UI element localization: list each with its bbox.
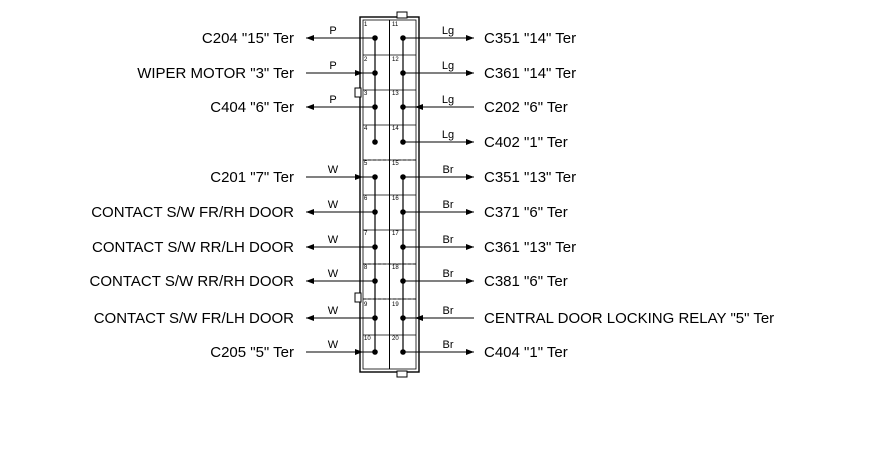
arrow-right-icon xyxy=(466,35,474,41)
pin-number: 4 xyxy=(364,126,368,132)
wire-destination-label: C201 "7" Ter xyxy=(210,169,294,186)
wire-color-code: Lg xyxy=(442,60,454,72)
pin-number: 5 xyxy=(364,161,368,167)
connector-top-tab xyxy=(396,11,408,19)
wire-color-code: W xyxy=(328,268,339,280)
arrow-left-icon xyxy=(306,315,314,321)
wire-destination-label: C351 "14" Ter xyxy=(484,30,576,47)
pin-number: 6 xyxy=(364,196,368,202)
arrow-right-icon xyxy=(466,209,474,215)
pin-number: 13 xyxy=(392,91,399,97)
arrow-right-icon xyxy=(355,174,363,180)
wire-destination-label: C402 "1" Ter xyxy=(484,134,568,151)
wire-destination-label: C404 "1" Ter xyxy=(484,344,568,361)
pin-number: 8 xyxy=(364,265,368,271)
wire-destination-label: CONTACT S/W RR/LH DOOR xyxy=(92,239,294,256)
wire-color-code: Lg xyxy=(442,25,454,37)
connector-side-latch xyxy=(354,292,362,303)
arrow-left-icon xyxy=(306,244,314,250)
pin-number: 9 xyxy=(364,302,368,308)
wire-destination-label: C204 "15" Ter xyxy=(202,30,294,47)
wire-color-code: W xyxy=(328,305,339,317)
connector-bottom-tab xyxy=(396,370,408,378)
arrow-right-icon xyxy=(466,174,474,180)
wire-color-code: Br xyxy=(443,339,454,351)
arrow-right-icon xyxy=(466,139,474,145)
wire-color-code: W xyxy=(328,199,339,211)
arrow-left-icon xyxy=(306,209,314,215)
arrow-left-icon xyxy=(306,104,314,110)
wire-destination-label: CENTRAL DOOR LOCKING RELAY "5" Ter xyxy=(484,310,774,327)
pin-number: 14 xyxy=(392,126,399,132)
wire-color-code: Br xyxy=(443,234,454,246)
wire-destination-label: CONTACT S/W FR/RH DOOR xyxy=(91,204,294,221)
pin-number: 2 xyxy=(364,57,368,63)
pin-number: 16 xyxy=(392,196,399,202)
pin-number: 10 xyxy=(364,336,371,342)
pin-number: 20 xyxy=(392,336,399,342)
wire-color-code: W xyxy=(328,234,339,246)
wire-color-code: Br xyxy=(443,199,454,211)
wire-color-code: Br xyxy=(443,305,454,317)
connector-side-latch xyxy=(354,87,362,98)
wire-destination-label: C371 "6" Ter xyxy=(484,204,568,221)
wire-destination-label: CONTACT S/W RR/RH DOOR xyxy=(90,273,295,290)
wire-destination-label: C381 "6" Ter xyxy=(484,273,568,290)
wire-destination-label: C205 "5" Ter xyxy=(210,344,294,361)
arrow-left-icon xyxy=(415,104,423,110)
wire-destination-label: WIPER MOTOR "3" Ter xyxy=(137,65,294,82)
pin-number: 18 xyxy=(392,265,399,271)
arrow-left-icon xyxy=(306,278,314,284)
pin-number: 1 xyxy=(364,22,368,28)
arrow-right-icon xyxy=(466,244,474,250)
wire-destination-label: C361 "13" Ter xyxy=(484,239,576,256)
arrow-left-icon xyxy=(415,315,423,321)
pin-number: 3 xyxy=(364,91,368,97)
connector-housing xyxy=(359,16,420,373)
arrow-right-icon xyxy=(355,349,363,355)
arrow-right-icon xyxy=(466,349,474,355)
wire-color-code: W xyxy=(328,339,339,351)
arrow-right-icon xyxy=(466,278,474,284)
wire-color-code: P xyxy=(329,60,336,72)
pin-number: 11 xyxy=(392,22,399,28)
wire-destination-label: CONTACT S/W FR/LH DOOR xyxy=(94,310,294,327)
arrow-right-icon xyxy=(466,70,474,76)
pin-number: 19 xyxy=(392,302,399,308)
wire-color-code: P xyxy=(329,94,336,106)
wire-destination-label: C404 "6" Ter xyxy=(210,99,294,116)
pin-number: 12 xyxy=(392,57,399,63)
pin-number: 7 xyxy=(364,231,368,237)
pin-number: 17 xyxy=(392,231,399,237)
wire-color-code: Br xyxy=(443,164,454,176)
wire-color-code: P xyxy=(329,25,336,37)
wire-destination-label: C202 "6" Ter xyxy=(484,99,568,116)
wire-color-code: Lg xyxy=(442,129,454,141)
arrow-left-icon xyxy=(306,35,314,41)
wire-destination-label: C361 "14" Ter xyxy=(484,65,576,82)
wire-color-code: Lg xyxy=(442,94,454,106)
wire-destination-label: C351 "13" Ter xyxy=(484,169,576,186)
pin-number: 15 xyxy=(392,161,399,167)
arrow-right-icon xyxy=(355,70,363,76)
pin-terminal xyxy=(372,139,378,145)
wire-color-code: W xyxy=(328,164,339,176)
wire-color-code: Br xyxy=(443,268,454,280)
